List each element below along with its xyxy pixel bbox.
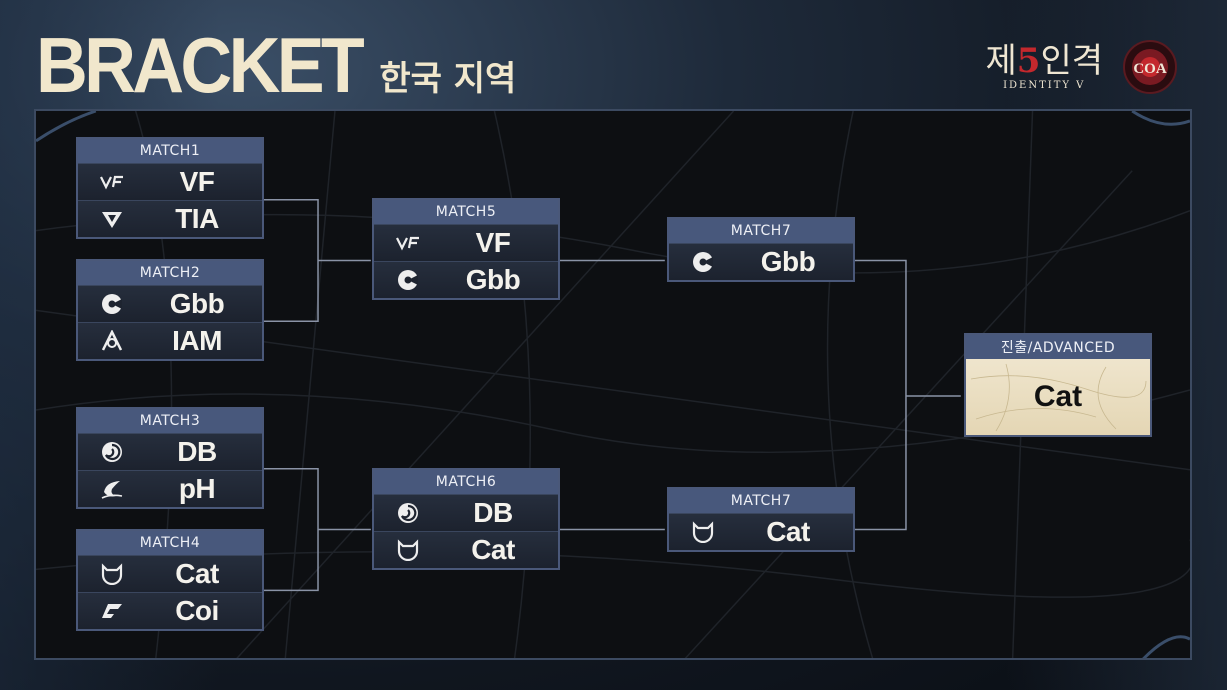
team-name: DB — [473, 497, 513, 528]
team-name: pH — [178, 473, 216, 504]
team-slot: VF — [78, 163, 262, 200]
db-logo-icon — [398, 503, 418, 523]
team-slot: VF — [374, 224, 558, 261]
match-label: MATCH2 — [78, 261, 262, 285]
match-label: MATCH5 — [374, 200, 558, 224]
team-slot: DB — [374, 494, 558, 531]
match-5: MATCH5 VF Gbb — [372, 198, 560, 300]
team-name: DB — [177, 436, 217, 467]
team-slot: Gbb — [78, 285, 262, 322]
logo-en: IDENTITY V — [1003, 79, 1086, 91]
cat-logo-icon — [397, 539, 419, 561]
logo-kr-post: 인격 — [1040, 40, 1103, 81]
match-7-upper: MATCH7 Gbb — [667, 217, 855, 282]
match-label: MATCH6 — [374, 470, 558, 494]
title-bracket: BRACKET — [36, 21, 365, 109]
team-slot: Gbb — [374, 261, 558, 298]
team-slot: Cat — [374, 531, 558, 568]
match-label: MATCH4 — [78, 531, 262, 555]
team-name: IAM — [172, 325, 222, 356]
match-7-lower: MATCH7 Cat — [667, 487, 855, 552]
team-slot: pH — [78, 470, 262, 507]
match-2: MATCH2 Gbb IAM — [76, 259, 264, 361]
match-4: MATCH4 Cat Coi — [76, 529, 264, 631]
team-name: Gbb — [169, 288, 225, 319]
team-name: Coi — [175, 595, 219, 626]
gbb-logo-icon — [693, 252, 713, 272]
identity-v-logo: 제5인격 IDENTITY V — [985, 44, 1103, 91]
match-label: MATCH7 — [669, 219, 853, 243]
cat-logo-icon — [101, 563, 123, 585]
coa-logo-text: COA — [1133, 61, 1167, 77]
team-name: Gbb — [760, 246, 816, 277]
brand-logos: 제5인격 IDENTITY V COA — [985, 38, 1179, 96]
team-name: Gbb — [465, 264, 521, 295]
team-slot: Cat — [78, 555, 262, 592]
advanced-box: 진출/ADVANCED Cat — [964, 333, 1152, 437]
team-slot: Gbb — [669, 243, 853, 280]
advanced-team-name: Cat — [1033, 380, 1083, 413]
team-name: VF — [475, 227, 511, 258]
coi-logo-icon — [102, 604, 122, 618]
coa-logo-icon: COA — [1123, 40, 1177, 94]
vf-logo-icon — [396, 236, 419, 251]
team-name: VF — [179, 166, 215, 197]
match-label: MATCH3 — [78, 409, 262, 433]
iam-logo-icon — [101, 330, 123, 351]
match-6: MATCH6 DB Cat — [372, 468, 560, 570]
team-name: Cat — [175, 558, 219, 589]
team-slot: TIA — [78, 200, 262, 237]
logo-kr-pre: 제 — [985, 40, 1017, 81]
team-slot: Coi — [78, 592, 262, 629]
team-name: Cat — [766, 516, 810, 547]
cat-logo-icon — [692, 521, 714, 543]
logo-kr-num: 5 — [1016, 40, 1041, 81]
team-slot: IAM — [78, 322, 262, 359]
db-logo-icon — [102, 442, 122, 462]
team-name: Cat — [471, 534, 515, 565]
team-slot: DB — [78, 433, 262, 470]
vf-logo-icon — [100, 175, 123, 190]
advanced-team-slot: Cat — [966, 359, 1150, 435]
paper-texture-icon — [970, 363, 1147, 432]
page-title: BRACKET 한국 지역 — [36, 18, 516, 104]
team-name: TIA — [175, 203, 219, 234]
ph-logo-icon — [101, 481, 123, 499]
title-region: 한국 지역 — [379, 59, 517, 99]
gbb-logo-icon — [398, 270, 418, 290]
bracket-board: MATCH1 VF TIA MATCH2 Gbb — [34, 109, 1192, 660]
match-label: MATCH1 — [78, 139, 262, 163]
team-slot: Cat — [669, 513, 853, 550]
match-label: MATCH7 — [669, 489, 853, 513]
gbb-logo-icon — [102, 294, 122, 314]
match-3: MATCH3 DB pH — [76, 407, 264, 509]
advanced-label: 진출/ADVANCED — [966, 335, 1150, 359]
match-1: MATCH1 VF TIA — [76, 137, 264, 239]
tia-logo-icon — [102, 212, 122, 228]
